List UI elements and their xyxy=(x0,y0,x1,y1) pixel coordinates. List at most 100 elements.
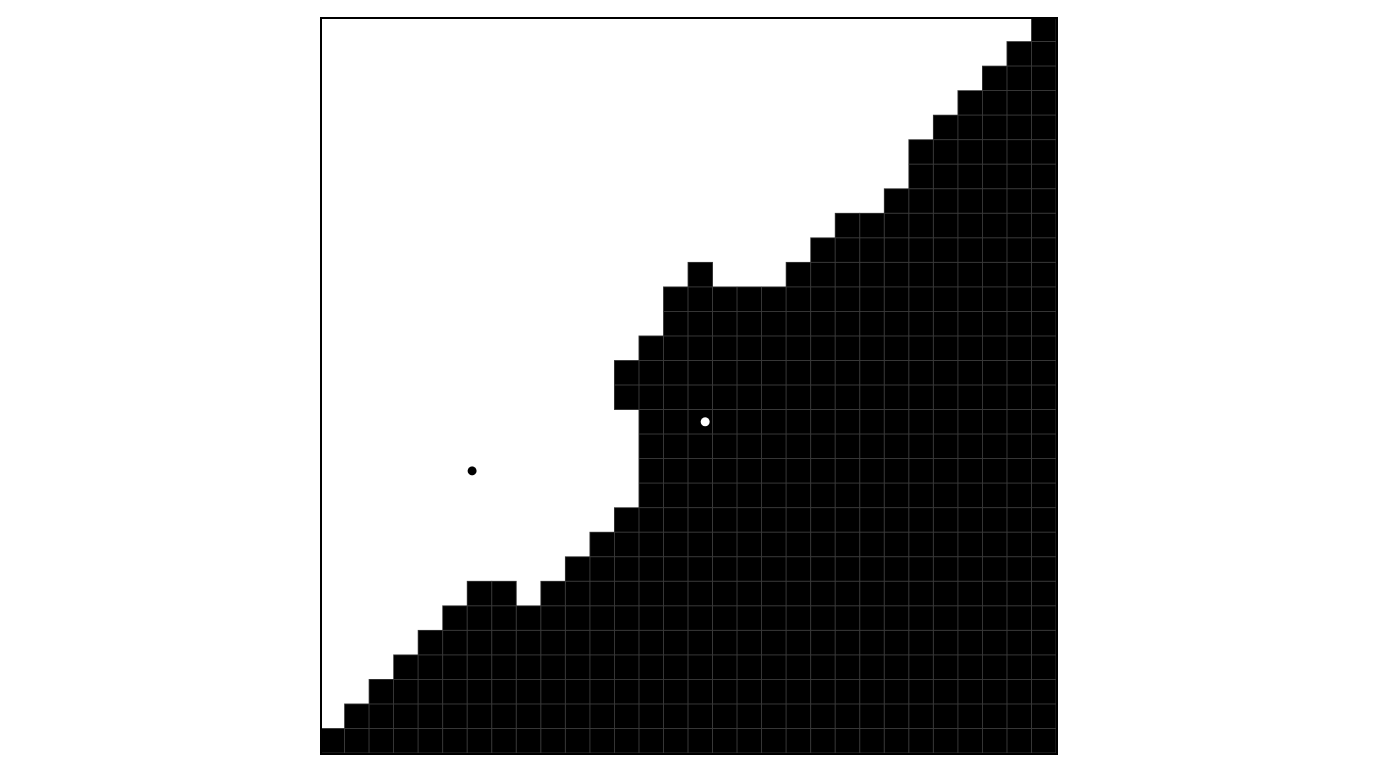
board-cell-filled[interactable] xyxy=(933,654,959,680)
board-cell-filled[interactable] xyxy=(786,311,811,337)
board-cell-filled[interactable] xyxy=(737,654,762,680)
board-cell-filled[interactable] xyxy=(467,630,493,656)
board-cell-filled[interactable] xyxy=(982,728,1008,753)
board-cell-filled[interactable] xyxy=(1031,556,1056,582)
board-cell-filled[interactable] xyxy=(884,728,910,753)
board-cell-filled[interactable] xyxy=(957,703,983,729)
board-cell-filled[interactable] xyxy=(565,605,591,631)
board-cell-filled[interactable] xyxy=(982,605,1008,631)
board-cell-filled[interactable] xyxy=(589,532,615,558)
board-cell-filled[interactable] xyxy=(859,434,885,459)
board-cell-filled[interactable] xyxy=(786,532,811,558)
board-cell-filled[interactable] xyxy=(393,728,419,753)
board-cell-filled[interactable] xyxy=(835,237,861,263)
board-cell-filled[interactable] xyxy=(614,654,640,680)
board-cell-filled[interactable] xyxy=(1031,630,1056,656)
board-cell-filled[interactable] xyxy=(884,335,910,361)
board-cell-filled[interactable] xyxy=(982,630,1008,656)
board-cell-filled[interactable] xyxy=(737,605,762,631)
board-cell-filled[interactable] xyxy=(982,434,1008,459)
board-cell-filled[interactable] xyxy=(442,679,468,705)
board-cell-filled[interactable] xyxy=(737,385,762,410)
board-cell-filled[interactable] xyxy=(663,434,689,459)
board-cell-filled[interactable] xyxy=(467,728,493,753)
board-cell-filled[interactable] xyxy=(737,286,762,312)
board-cell-filled[interactable] xyxy=(418,703,443,729)
board-cell-filled[interactable] xyxy=(982,90,1008,116)
board-cell-filled[interactable] xyxy=(663,703,689,729)
board-cell-filled[interactable] xyxy=(638,703,664,729)
board-cell-filled[interactable] xyxy=(835,703,861,729)
board-cell-filled[interactable] xyxy=(638,679,664,705)
board-cell-filled[interactable] xyxy=(933,507,959,533)
board-cell-filled[interactable] xyxy=(835,654,861,680)
board-cell-filled[interactable] xyxy=(859,532,885,558)
board-cell-filled[interactable] xyxy=(884,458,910,484)
board-cell-filled[interactable] xyxy=(589,630,615,656)
board-cell-filled[interactable] xyxy=(786,630,811,656)
board-cell-filled[interactable] xyxy=(663,286,689,312)
board-cell-filled[interactable] xyxy=(1031,483,1056,508)
board-cell-filled[interactable] xyxy=(761,703,787,729)
board-cell-filled[interactable] xyxy=(1006,90,1032,116)
board-cell-filled[interactable] xyxy=(737,434,762,459)
board-cell-filled[interactable] xyxy=(786,507,811,533)
board-cell-filled[interactable] xyxy=(737,556,762,582)
board-cell-filled[interactable] xyxy=(884,581,910,607)
board-cell-filled[interactable] xyxy=(761,385,787,410)
board-cell-filled[interactable] xyxy=(663,385,689,410)
board-cell-filled[interactable] xyxy=(663,507,689,533)
board-cell-filled[interactable] xyxy=(638,335,664,361)
board-cell-filled[interactable] xyxy=(688,385,713,410)
board-cell-filled[interactable] xyxy=(933,286,959,312)
board-cell-filled[interactable] xyxy=(614,532,640,558)
board-cell-filled[interactable] xyxy=(491,630,517,656)
board-cell-filled[interactable] xyxy=(1006,605,1032,631)
board-cell-filled[interactable] xyxy=(737,728,762,753)
board-cell-filled[interactable] xyxy=(761,556,787,582)
board-cell-filled[interactable] xyxy=(884,507,910,533)
board-cell-filled[interactable] xyxy=(884,703,910,729)
board-cell-filled[interactable] xyxy=(933,679,959,705)
board-cell-filled[interactable] xyxy=(663,335,689,361)
board-cell-filled[interactable] xyxy=(810,483,836,508)
board-cell-filled[interactable] xyxy=(933,458,959,484)
board-cell-filled[interactable] xyxy=(712,679,738,705)
board-cell-filled[interactable] xyxy=(442,654,468,680)
board-cell-filled[interactable] xyxy=(1006,679,1032,705)
board-cell-filled[interactable] xyxy=(933,139,959,165)
board-cell-filled[interactable] xyxy=(516,703,542,729)
board-cell-filled[interactable] xyxy=(712,360,738,386)
board-cell-filled[interactable] xyxy=(933,311,959,337)
board-cell-filled[interactable] xyxy=(810,360,836,386)
board-cell-filled[interactable] xyxy=(786,728,811,753)
board-cell-filled[interactable] xyxy=(589,679,615,705)
board-cell-filled[interactable] xyxy=(737,335,762,361)
board-cell-filled[interactable] xyxy=(369,728,394,753)
board-cell-filled[interactable] xyxy=(859,507,885,533)
board-cell-filled[interactable] xyxy=(540,630,566,656)
board-cell-filled[interactable] xyxy=(737,311,762,337)
board-cell-filled[interactable] xyxy=(810,605,836,631)
board-cell-filled[interactable] xyxy=(1031,164,1056,190)
board-cell-filled[interactable] xyxy=(663,605,689,631)
board-cell-filled[interactable] xyxy=(712,581,738,607)
board-cell-filled[interactable] xyxy=(810,507,836,533)
board-cell-filled[interactable] xyxy=(688,556,713,582)
board-cell-filled[interactable] xyxy=(614,630,640,656)
board-cell-filled[interactable] xyxy=(491,654,517,680)
board-cell-filled[interactable] xyxy=(982,188,1008,214)
board-cell-filled[interactable] xyxy=(761,311,787,337)
board-cell-filled[interactable] xyxy=(491,703,517,729)
board-cell-filled[interactable] xyxy=(884,532,910,558)
board-cell-filled[interactable] xyxy=(1031,385,1056,410)
board-cell-filled[interactable] xyxy=(835,311,861,337)
board-cell-filled[interactable] xyxy=(491,728,517,753)
board-cell-filled[interactable] xyxy=(957,360,983,386)
board-cell-filled[interactable] xyxy=(859,213,885,239)
board-cell-filled[interactable] xyxy=(491,581,517,607)
board-cell-filled[interactable] xyxy=(761,507,787,533)
board-cell-filled[interactable] xyxy=(761,360,787,386)
board-cell-filled[interactable] xyxy=(810,703,836,729)
board-cell-filled[interactable] xyxy=(908,188,934,214)
